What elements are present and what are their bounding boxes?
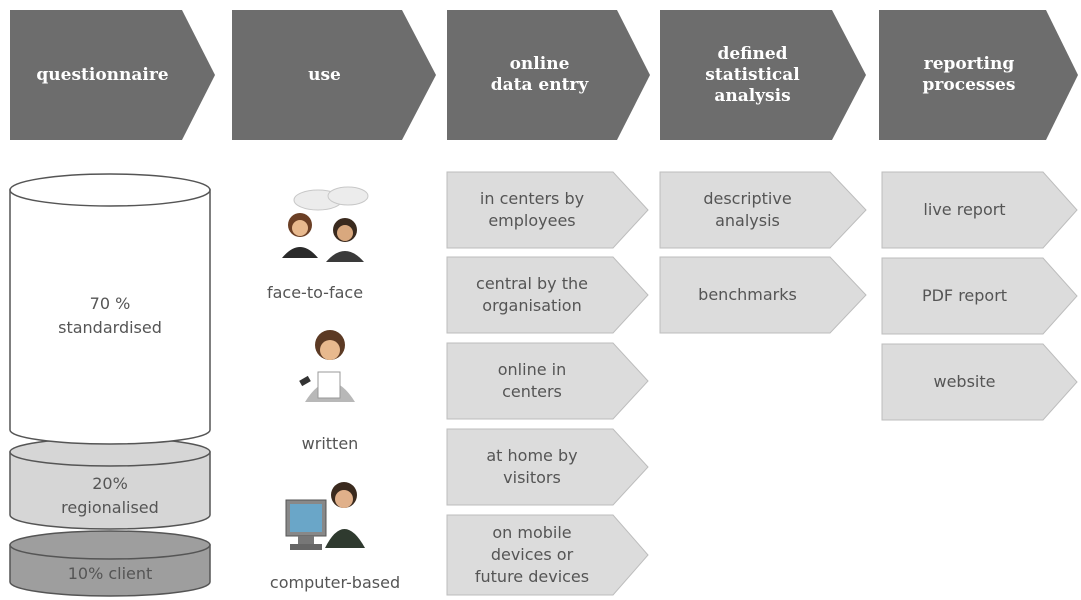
face-to-face-people-icon [282, 186, 369, 262]
analysis-item: benchmarks [698, 285, 797, 304]
data-entry-item: at home by visitors [486, 446, 578, 487]
data-entry-item: online in centers [497, 360, 567, 401]
use-computer-based-label: computer-based [269, 573, 401, 592]
reporting-item: live report [923, 200, 1006, 219]
cylinder-standardised-label: 70 % standardised [58, 294, 162, 337]
cylinder-regionalised-label: 20% regionalised [61, 474, 159, 517]
data-entry-item: on mobile devices or future devices [474, 523, 590, 586]
header-chevron-reporting [879, 10, 1078, 140]
header-chevron-analysis [660, 10, 866, 140]
reporting-item: website [933, 372, 996, 391]
data-entry-item: in centers by employees [479, 189, 585, 230]
cylinder-client-label: 10% client [67, 564, 153, 583]
use-written-label: written [301, 434, 359, 453]
data-entry-item: central by the organisation [476, 274, 588, 315]
header-online-label: online data entry [490, 54, 589, 95]
header-reporting-label: reporting processes [922, 54, 1016, 95]
header-questionnaire-label: questionnaire [36, 64, 169, 85]
questionnaire-cylinder [9, 173, 211, 597]
data-entry-chevrons [446, 171, 649, 596]
header-chevron-questionnaire [10, 10, 215, 140]
analysis-item: descriptive analysis [703, 189, 792, 230]
header-use-label: use [308, 64, 341, 85]
computer-user-icon [285, 482, 365, 550]
use-face-to-face-label: face-to-face [266, 283, 364, 302]
header-analysis-label: defined statistical analysis [705, 43, 800, 106]
header-chevron-online [447, 10, 650, 140]
written-person-icon [299, 330, 355, 402]
header-chevron-use [232, 10, 436, 140]
reporting-item: PDF report [921, 286, 1008, 305]
analysis-chevrons [659, 171, 867, 334]
reporting-chevrons [881, 171, 1078, 421]
